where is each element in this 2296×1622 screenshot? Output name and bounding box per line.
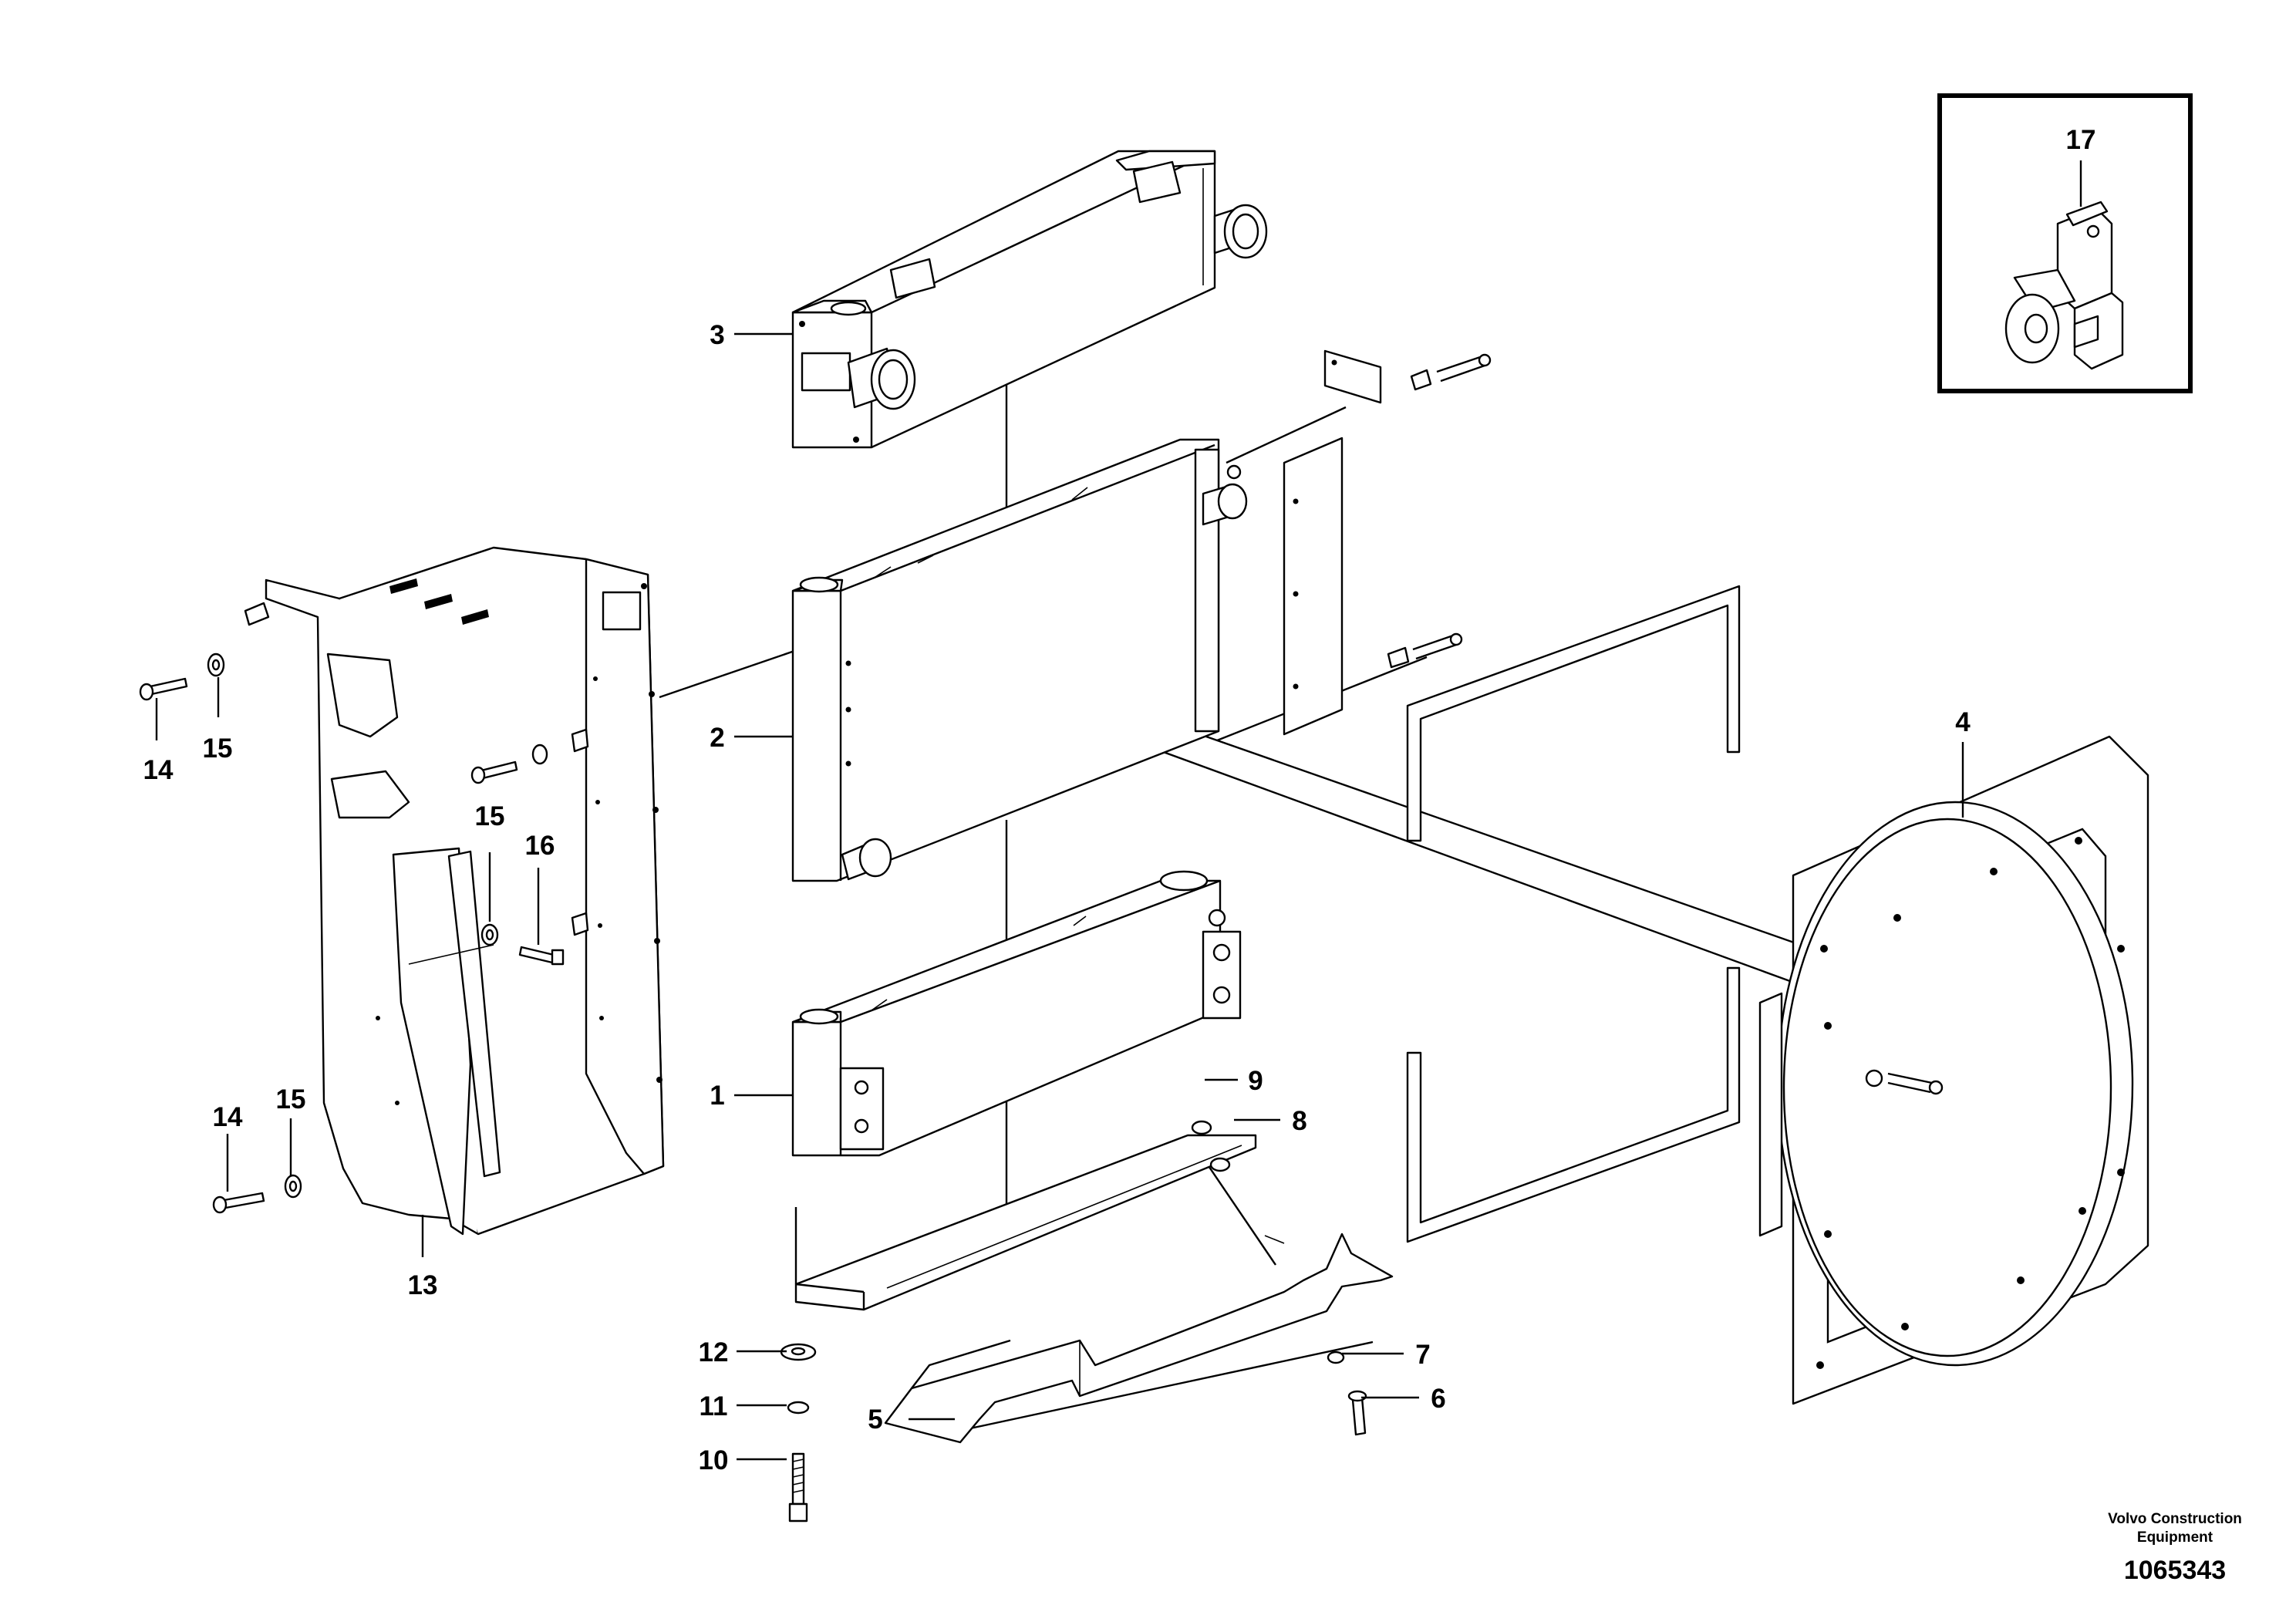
footer-credit: Volvo Construction Equipment 1065343 [2108, 1511, 2242, 1585]
document-number: 1065343 [2124, 1556, 2226, 1585]
callout-1: 1 [710, 1081, 724, 1111]
part-4-fan-shroud [1758, 735, 2149, 1405]
callout-15-top: 15 [203, 733, 233, 764]
callout-5: 5 [868, 1404, 882, 1435]
credit-line-1: Volvo Construction [2108, 1511, 2242, 1527]
callout-11: 11 [700, 1391, 728, 1421]
part-13-side-panel [244, 546, 665, 1236]
callout-10: 10 [699, 1445, 729, 1475]
callout-2: 2 [710, 723, 724, 753]
callout-3: 3 [710, 320, 724, 350]
callout-9: 9 [1248, 1066, 1263, 1096]
part-1-oil-cooler [791, 870, 1242, 1157]
fasteners-left [139, 653, 565, 1214]
callout-4: 4 [1955, 707, 1971, 737]
inset-box-17 [1937, 93, 2193, 393]
callout-16: 16 [525, 831, 555, 861]
credit-line-2: Equipment [2137, 1529, 2213, 1546]
callout-15-bottom: 15 [276, 1084, 306, 1114]
callout-17-inset: 17 [2066, 125, 2096, 155]
part-3-aftercooler [791, 150, 1268, 449]
sensor-17-illustration [2004, 160, 2124, 370]
callout-8: 8 [1292, 1106, 1306, 1136]
seal-frame [1406, 585, 1741, 1243]
callout-labels: 1 2 3 4 5 6 7 8 9 10 11 12 13 14 15 15 1… [143, 125, 2096, 1475]
part-5-bottom-guard [794, 1134, 1394, 1444]
callout-6: 6 [1431, 1384, 1445, 1414]
callout-15-mid: 15 [475, 801, 505, 831]
callout-12: 12 [699, 1337, 729, 1367]
callout-14-top: 14 [143, 755, 174, 785]
callout-13: 13 [408, 1270, 438, 1300]
callout-14-bottom: 14 [213, 1102, 243, 1132]
fasteners-bottom [780, 1120, 1367, 1523]
callout-leaders [155, 332, 1964, 1461]
callout-7: 7 [1415, 1340, 1430, 1370]
side-bracket [1283, 349, 1492, 736]
part-2-radiator [791, 438, 1248, 882]
